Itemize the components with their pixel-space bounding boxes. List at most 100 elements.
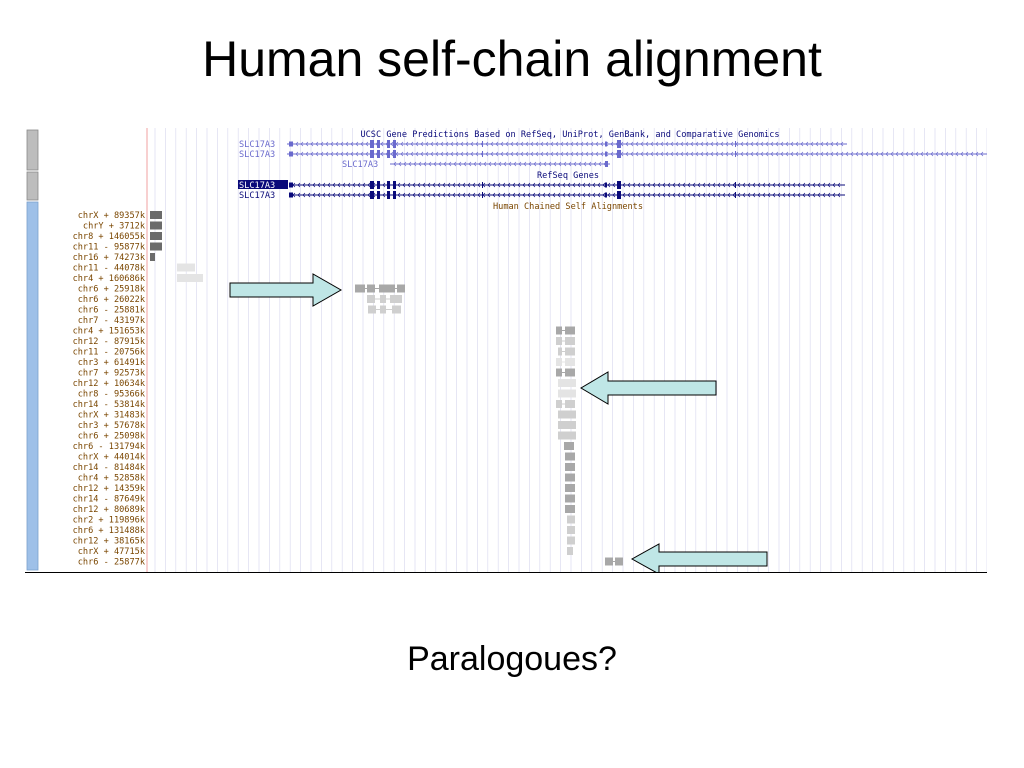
self-chain-row[interactable]: chr6 + 25918k <box>78 284 405 295</box>
self-chain-block[interactable] <box>150 221 162 230</box>
self-chain-block[interactable] <box>615 557 623 566</box>
self-chain-row[interactable]: chr11 - 95877k <box>73 242 162 253</box>
self-chain-row[interactable]: chr3 + 57678k <box>78 421 576 431</box>
strand-chevron-icon <box>817 192 821 198</box>
self-chain-block[interactable] <box>177 263 195 272</box>
self-chain-block[interactable] <box>565 400 575 408</box>
slide-title: Human self-chain alignment <box>202 31 822 87</box>
self-chain-row[interactable]: chr6 + 25098k <box>78 431 576 442</box>
self-chain-row[interactable]: chr8 + 146055k <box>73 232 162 242</box>
self-chain-row[interactable]: chr11 - 44078k <box>73 263 195 274</box>
self-chain-block[interactable] <box>567 526 575 534</box>
self-chain-block[interactable] <box>177 274 203 282</box>
self-chain-row[interactable]: chrX + 31483k <box>78 410 576 421</box>
self-chain-row[interactable]: chrX + 89357k <box>78 211 162 221</box>
self-chain-block[interactable] <box>567 536 575 545</box>
self-chain-row[interactable]: chrY + 3712k <box>83 221 162 232</box>
strand-chevron-icon <box>472 182 476 188</box>
self-chain-row[interactable]: chr14 - 53814k <box>73 400 575 410</box>
self-chain-block[interactable] <box>565 368 575 377</box>
self-chain-block[interactable] <box>150 211 162 219</box>
self-chain-block[interactable] <box>567 515 575 524</box>
self-chain-row[interactable]: chr3 + 61491k <box>78 358 575 368</box>
self-chain-row[interactable]: chr12 - 87915k <box>73 337 575 347</box>
self-chain-block[interactable] <box>558 421 576 429</box>
self-chain-row[interactable]: chr4 + 160686k <box>73 274 203 284</box>
self-chain-row[interactable]: chrX + 47715k <box>78 547 573 557</box>
self-chain-block[interactable] <box>565 494 575 503</box>
self-chain-block[interactable] <box>397 284 405 293</box>
self-chain-row[interactable]: chr12 + 38165k <box>73 536 575 547</box>
gene-exon <box>605 192 607 198</box>
self-chain-block[interactable] <box>565 452 575 461</box>
gene-exon <box>605 151 607 157</box>
self-chain-row[interactable]: chr4 + 52858k <box>78 473 575 484</box>
self-chain-row[interactable]: chr12 + 10634k <box>73 379 576 389</box>
self-chain-row[interactable]: chr7 + 92573k <box>78 368 575 379</box>
self-chain-row[interactable]: chr11 - 20756k <box>73 347 575 358</box>
strand-chevron-icon <box>745 151 749 157</box>
track-side-button-ucsc[interactable] <box>26 129 39 171</box>
self-chain-block[interactable] <box>564 442 574 450</box>
self-chain-block[interactable] <box>565 463 575 471</box>
self-chain-block[interactable] <box>565 337 575 345</box>
self-chain-row[interactable]: chr6 + 131488k <box>73 526 575 536</box>
strand-chevron-icon <box>752 182 756 188</box>
strand-chevron-icon <box>645 141 649 147</box>
self-chain-row[interactable]: chr6 - 131794k <box>73 442 574 452</box>
strand-chevron-icon <box>598 161 602 167</box>
strand-chevron-icon <box>537 182 541 188</box>
gene-label[interactable]: SLC17A3 <box>239 150 275 160</box>
self-chain-block[interactable] <box>558 410 576 419</box>
self-chain-row[interactable]: chr4 + 151653k <box>73 326 575 337</box>
strand-chevron-icon <box>795 151 799 157</box>
gene-label[interactable]: SLC17A3 <box>239 191 275 201</box>
self-chain-block[interactable] <box>390 295 402 303</box>
self-chain-block[interactable] <box>565 505 575 513</box>
self-chain-row[interactable]: chr8 - 95366k <box>78 389 576 400</box>
self-chain-row[interactable]: chr6 - 25877k <box>78 557 623 568</box>
self-chain-block[interactable] <box>392 305 401 314</box>
self-chain-block[interactable] <box>558 389 576 398</box>
self-chain-row[interactable]: chr12 + 14359k <box>73 484 575 494</box>
self-chain-block[interactable] <box>558 379 576 387</box>
self-chain-block[interactable] <box>565 347 575 356</box>
strand-chevron-icon <box>422 192 426 198</box>
strand-chevron-icon <box>380 141 384 147</box>
strand-chevron-icon <box>367 192 371 198</box>
self-chain-row[interactable]: chr2 + 119896k <box>73 515 575 526</box>
self-chain-block[interactable] <box>565 473 575 482</box>
self-chain-row[interactable]: chr14 - 81484k <box>73 463 575 473</box>
strand-chevron-icon <box>727 192 731 198</box>
strand-chevron-icon <box>570 141 574 147</box>
self-chain-row-label: chr2 + 119896k <box>73 516 146 526</box>
gene-label[interactable]: SLC17A3 <box>239 140 275 150</box>
strand-chevron-icon <box>665 151 669 157</box>
track-side-button-refseq[interactable] <box>26 171 39 201</box>
strand-chevron-icon <box>725 141 729 147</box>
self-chain-row[interactable]: chr16 + 74273k <box>73 253 155 263</box>
self-chain-block[interactable] <box>565 484 575 492</box>
self-chain-block[interactable] <box>150 253 155 261</box>
self-chain-row[interactable]: chr6 - 25881k <box>78 305 401 316</box>
strand-chevron-icon <box>435 151 439 157</box>
strand-chevron-icon <box>355 151 359 157</box>
self-chain-block[interactable] <box>565 358 575 366</box>
self-chain-row[interactable]: chr12 + 80689k <box>73 505 575 515</box>
gene-label[interactable]: SLC17A3 <box>239 181 275 191</box>
self-chain-block[interactable] <box>567 547 573 555</box>
strand-chevron-icon <box>602 182 606 188</box>
self-chain-row[interactable]: chr7 - 43197k <box>78 316 146 326</box>
self-chain-block[interactable] <box>565 326 575 335</box>
self-chain-row[interactable]: chrX + 44014k <box>78 452 575 463</box>
self-chain-row[interactable]: chr6 + 26022k <box>78 295 402 305</box>
self-chain-block[interactable] <box>150 242 162 251</box>
gene-label[interactable]: SLC17A3 <box>342 160 378 170</box>
track-side-button-selfchain[interactable] <box>26 201 39 571</box>
self-chain-block[interactable] <box>558 431 576 440</box>
self-chain-row[interactable]: chr14 - 87649k <box>73 494 575 505</box>
self-chain-block[interactable] <box>150 232 162 240</box>
